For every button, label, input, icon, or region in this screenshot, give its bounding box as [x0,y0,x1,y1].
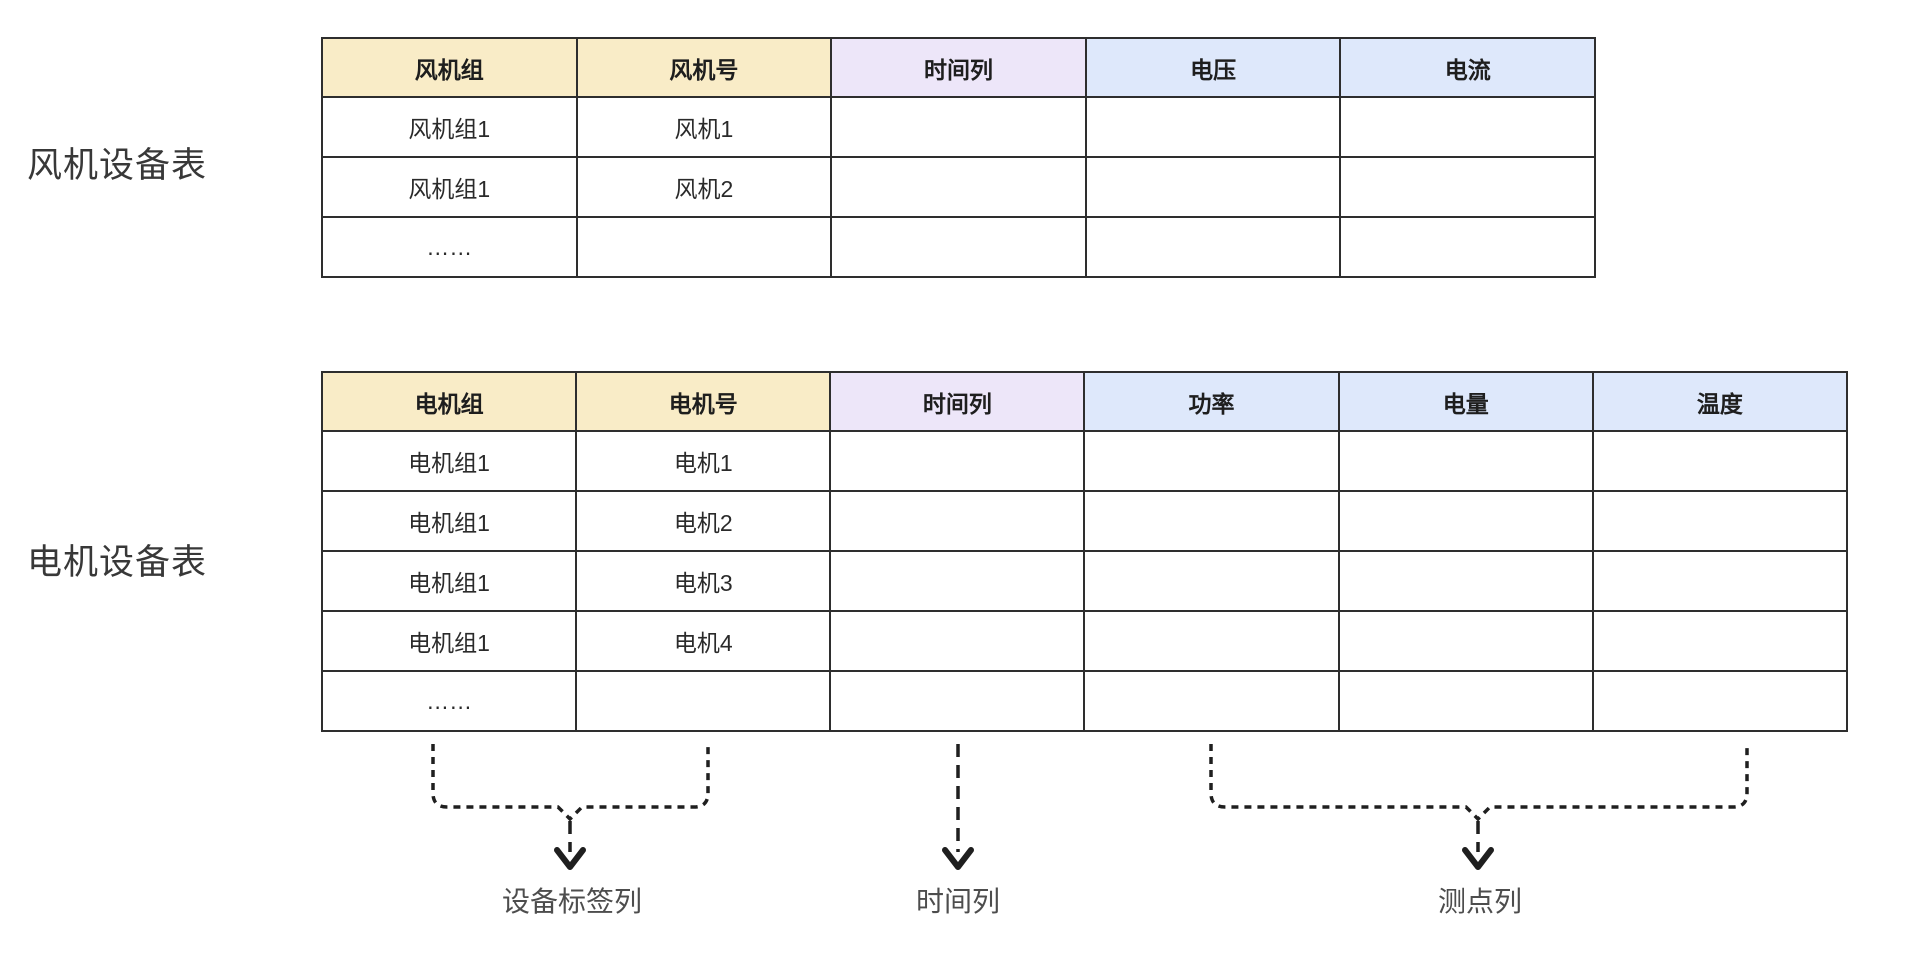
fan-cell-r0-c2 [830,96,1087,158]
fan-cell-r0-c1: 风机1 [575,96,833,158]
fan-cell-r1-c1: 风机2 [575,156,833,218]
motor-cell-r1-c1: 电机2 [575,490,832,552]
fan-column-header-0: 风机组 [321,37,578,98]
fan-cell-r2-c4 [1339,216,1596,278]
measure-columns-caption: 测点列 [1437,886,1523,917]
motor-cell-r0-c5 [1591,430,1849,492]
motor-cell-r3-c5 [1591,610,1849,672]
motor-cell-r1-c0: 电机组1 [320,490,578,552]
motor-cell-r1-c2 [829,490,1086,552]
motor-table-title: 电机设备表 [27,543,208,582]
fan-cell-r0-c3 [1084,96,1342,158]
motor-cell-r0-c1: 电机1 [575,430,832,492]
motor-cell-r2-c3 [1083,550,1340,612]
motor-cell-r2-c0: 电机组1 [320,550,578,612]
motor-cell-r0-c4 [1337,430,1594,492]
time-column-caption: 时间列 [915,886,1001,917]
motor-cell-r3-c4 [1337,610,1594,672]
motor-cell-r2-c4 [1337,550,1594,612]
fan-cell-r1-c4 [1339,156,1596,218]
motor-cell-r3-c1: 电机4 [575,610,832,672]
motor-cell-r3-c3 [1083,610,1340,672]
motor-cell-r1-c5 [1591,490,1849,552]
motor-cell-r1-c4 [1337,490,1594,552]
fan-column-header-1: 风机号 [575,37,833,98]
motor-cell-r2-c2 [829,550,1086,612]
motor-cell-r4-c3 [1083,670,1340,732]
motor-column-header-5: 温度 [1591,371,1849,432]
device-label-columns-caption: 设备标签列 [501,886,643,917]
motor-column-header-0: 电机组 [320,371,578,432]
motor-cell-r3-c0: 电机组1 [320,610,578,672]
fan-table-title: 风机设备表 [27,146,208,185]
motor-column-header-2: 时间列 [829,371,1086,432]
motor-cell-r4-c5 [1591,670,1849,732]
motor-cell-r4-c2 [829,670,1086,732]
fan-cell-r1-c0: 风机组1 [321,156,578,218]
fan-cell-r2-c2 [830,216,1087,278]
measure-columns-bracket-icon [1209,744,1749,870]
fan-cell-r1-c3 [1084,156,1342,218]
fan-header-row: 风机组风机号时间列电压电流 [321,37,1596,98]
motor-cell-r3-c2 [829,610,1086,672]
fan-column-header-3: 电压 [1084,37,1342,98]
fan-table-row: …… [321,216,1596,278]
fan-cell-r2-c1 [575,216,833,278]
motor-cell-r4-c4 [1337,670,1594,732]
motor-cell-r2-c1: 电机3 [575,550,832,612]
motor-column-header-3: 功率 [1083,371,1340,432]
motor-column-header-4: 电量 [1337,371,1594,432]
motor-cell-r0-c2 [829,430,1086,492]
motor-cell-r0-c0: 电机组1 [320,430,578,492]
motor-cell-r2-c5 [1591,550,1849,612]
motor-column-header-1: 电机号 [575,371,832,432]
fan-column-header-2: 时间列 [830,37,1087,98]
motor-cell-r4-c1 [575,670,832,732]
motor-header-row: 电机组电机号时间列功率电量温度 [320,371,1849,432]
time-column-arrow-icon [942,744,974,870]
fan-cell-r2-c3 [1084,216,1342,278]
fan-column-header-4: 电流 [1339,37,1596,98]
motor-cell-r0-c3 [1083,430,1340,492]
fan-cell-r1-c2 [830,156,1087,218]
device-label-bracket-icon [431,744,710,870]
fan-cell-r0-c4 [1339,96,1596,158]
fan-cell-r0-c0: 风机组1 [321,96,578,158]
motor-cell-r1-c3 [1083,490,1340,552]
motor-table-row: …… [320,670,1849,732]
motor-cell-r4-c0: …… [320,670,578,732]
fan-cell-r2-c0: …… [321,216,578,278]
